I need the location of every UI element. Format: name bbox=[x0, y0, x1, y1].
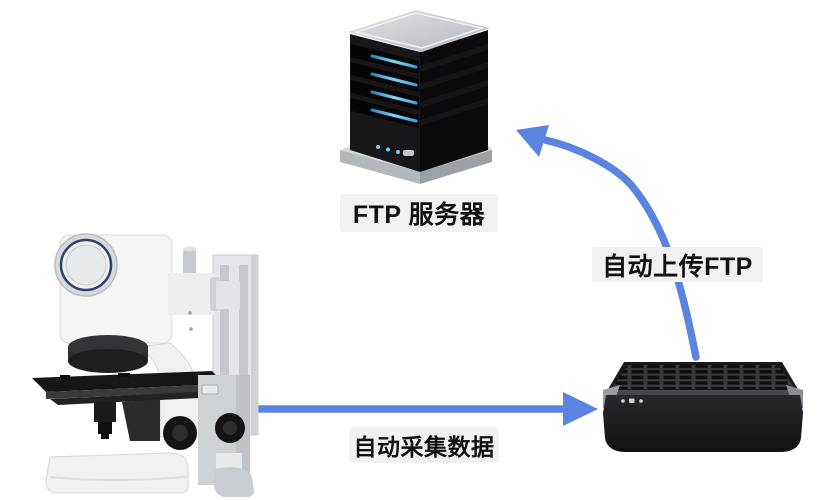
device-front bbox=[603, 395, 803, 452]
server-tower-icon bbox=[340, 10, 492, 184]
microscope-image bbox=[20, 225, 270, 500]
upload-ftp-label: 自动上传FTP bbox=[592, 247, 763, 282]
microscope-rear-foot bbox=[214, 467, 254, 497]
camera-lens bbox=[54, 233, 118, 297]
server-drive-bays bbox=[351, 44, 419, 128]
collect-data-label: 自动采集数据 bbox=[349, 427, 499, 463]
data-collector-image bbox=[598, 358, 808, 458]
server-top bbox=[348, 10, 490, 52]
device-grid-top bbox=[611, 365, 795, 389]
device-indicators bbox=[621, 398, 643, 403]
data-acquisition-box-icon bbox=[603, 362, 803, 452]
microscope-base bbox=[45, 452, 189, 494]
stage bbox=[32, 371, 224, 405]
focus-knobs bbox=[163, 413, 245, 450]
objective-turret bbox=[68, 335, 148, 373]
ftp-server-label: FTP 服务器 bbox=[340, 194, 498, 232]
right-arrow-icon bbox=[249, 392, 598, 426]
objective-lens bbox=[94, 399, 160, 441]
curved-up-left-arrow-icon bbox=[516, 125, 700, 361]
ftp-server-image bbox=[338, 4, 498, 189]
microscope-icon bbox=[32, 233, 259, 497]
server-status-leds bbox=[376, 145, 414, 156]
